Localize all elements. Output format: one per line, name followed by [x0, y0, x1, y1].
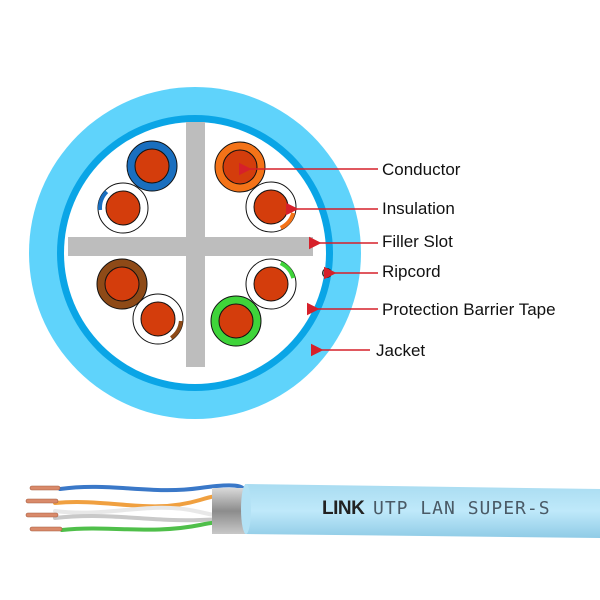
label-filler-slot: Filler Slot — [382, 232, 453, 251]
conductor — [105, 190, 141, 226]
cable-jacket — [245, 484, 600, 538]
conductor — [222, 149, 258, 185]
insulation-stripe — [98, 190, 109, 211]
insulation-stripe — [279, 261, 296, 279]
wire-white-green — [245, 258, 297, 310]
conductor — [253, 266, 289, 302]
conductor — [134, 148, 170, 184]
insulation-stripe — [169, 320, 183, 340]
ripcord — [322, 268, 332, 278]
label-jacket: Jacket — [376, 341, 426, 360]
wire-white-blue — [97, 182, 149, 234]
wire-orange — [214, 141, 266, 193]
label-insulation: Insulation — [382, 199, 455, 218]
wire-white-brown — [132, 293, 184, 345]
filler-slot-horizontal — [68, 237, 313, 256]
conductor — [140, 301, 176, 337]
label-protection-barrier-tape: Protection Barrier Tape — [382, 300, 556, 319]
conductor — [218, 303, 254, 339]
wire-brown — [96, 258, 148, 310]
label-ripcord: Ripcord — [382, 262, 441, 281]
cable-brand-logo: LINK — [322, 498, 365, 519]
wire-blue — [126, 140, 178, 192]
wire-white-orange — [245, 181, 297, 233]
cable-illustration — [25, 483, 600, 538]
conductor — [104, 266, 140, 302]
label-conductor: Conductor — [382, 160, 461, 179]
wire-green — [210, 295, 262, 347]
conductor — [253, 189, 289, 225]
cable-print-text: UTP LAN SUPER-S — [373, 498, 551, 519]
